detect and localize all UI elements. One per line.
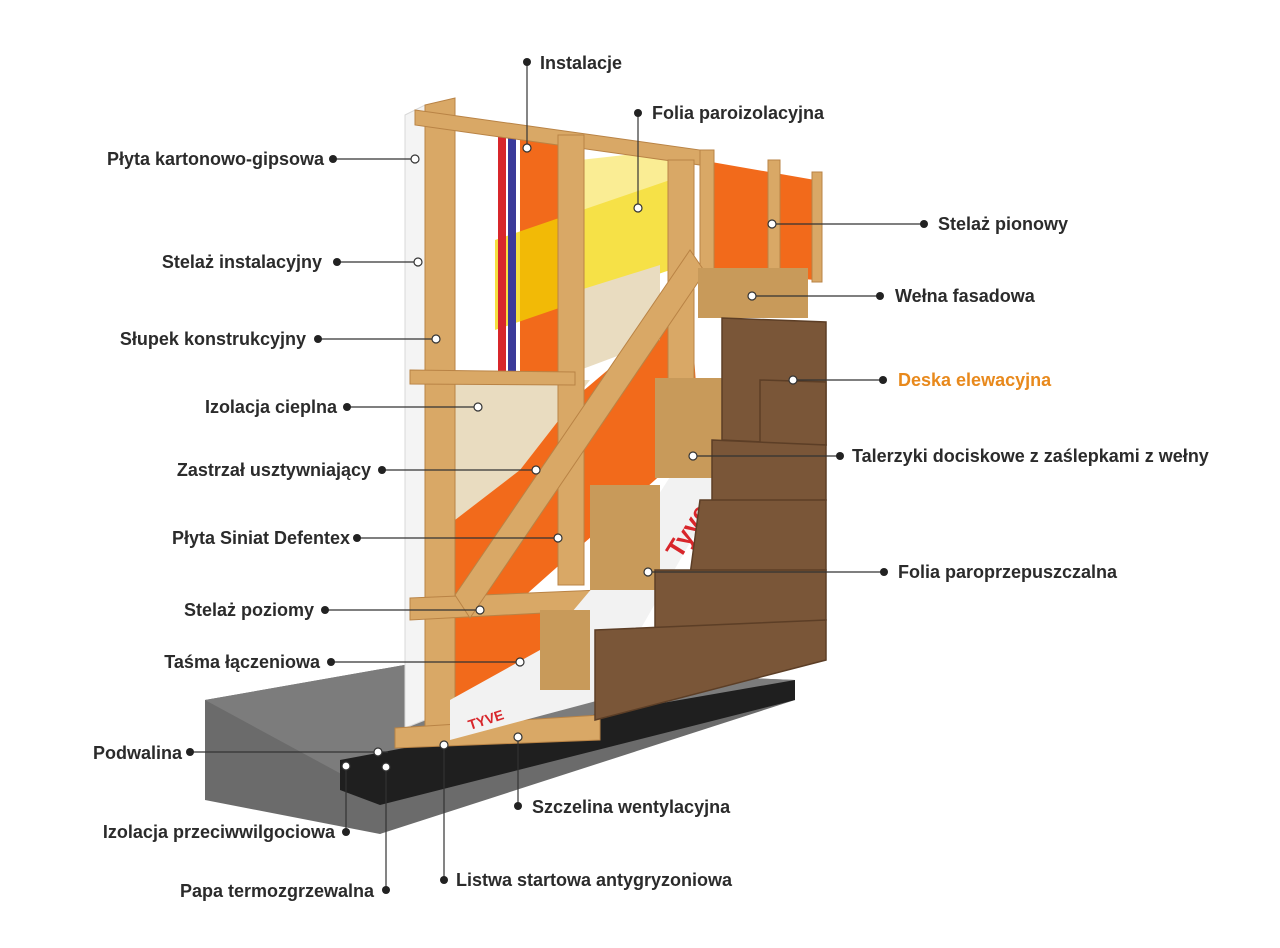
orange-board-upper xyxy=(700,160,815,280)
label-stelaz-poziomy: Stelaż poziomy xyxy=(183,600,314,620)
pipe-red xyxy=(498,135,506,385)
label-welna-fasadowa: Wełna fasadowa xyxy=(895,286,1035,306)
label-stelaz-instalacyjny: Stelaż instalacyjny xyxy=(161,252,322,272)
label-deska-elewacyjna: Deska elewacyjna xyxy=(898,370,1052,390)
pipe-blue xyxy=(508,135,516,385)
label-podwalina: Podwalina xyxy=(92,743,182,763)
label-plyta-kartonowo-gipsowa: Płyta kartonowo-gipsowa xyxy=(106,149,324,169)
label-instalacje: Instalacje xyxy=(540,53,623,73)
label-szczelina-wentylacyjna: Szczelina wentylacyjna xyxy=(532,797,731,817)
label-folia-paroizolacyjna: Folia paroizolacyjna xyxy=(652,103,825,123)
label-plyta-siniat-defentex: Płyta Siniat Defentex xyxy=(171,528,350,548)
timber-frame xyxy=(394,97,823,749)
label-papa-termozgrzewalna: Papa termozgrzewalna xyxy=(179,881,374,901)
insulation-wool-lower xyxy=(455,380,590,520)
label-tasma-laczeniowa: Taśma łączeniowa xyxy=(164,652,320,672)
cladding-boards xyxy=(594,317,827,721)
label-zastrzal-usztywniajacy: Zastrzał usztywniający xyxy=(176,460,371,480)
facade-wool-blocks xyxy=(540,268,808,690)
label-izolacja-cieplna: Izolacja cieplna xyxy=(204,397,337,417)
label-listwa-startowa: Listwa startowa antygryzoniowa xyxy=(456,870,733,890)
label-slupek-konstrukcyjny: Słupek konstrukcyjny xyxy=(119,329,306,349)
label-talerzyki-dociskowe: Talerzyki dociskowe z zaślepkami z wełny xyxy=(852,446,1209,466)
label-stelaz-pionowy: Stelaż pionowy xyxy=(938,214,1069,234)
moisture-membrane xyxy=(340,680,795,805)
label-izolacja-przeciwwilgociowa: Izolacja przeciwwilgociowa xyxy=(102,822,335,842)
label-folia-paroprzepuszczalna: Folia paroprzepuszczalna xyxy=(898,562,1118,582)
